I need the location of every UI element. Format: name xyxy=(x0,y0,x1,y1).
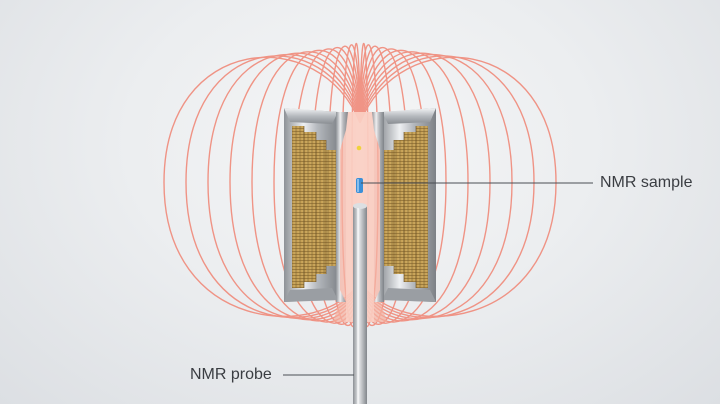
nmr-sample-label: NMR sample xyxy=(600,174,693,191)
field-line-loop xyxy=(207,54,361,320)
field-line-loop xyxy=(185,55,361,319)
sample-cap xyxy=(356,145,362,151)
nmr-probe-label: NMR probe xyxy=(190,366,272,383)
field-line-loop xyxy=(359,55,535,319)
field-line-loop xyxy=(359,54,513,320)
coil-winding xyxy=(394,140,404,274)
coil-winding xyxy=(384,150,394,266)
field-line-loop xyxy=(359,49,447,323)
field-line-loop xyxy=(251,51,361,322)
coil-winding xyxy=(326,150,336,266)
field-line-loop xyxy=(273,49,361,323)
field-line-loop xyxy=(359,56,557,317)
coil-winding xyxy=(292,126,304,288)
nmr-sample-tube xyxy=(356,145,363,193)
coil-winding xyxy=(304,132,316,282)
field-line-loop xyxy=(359,52,491,321)
field-line-loop xyxy=(359,51,469,322)
magnet-left-half xyxy=(284,108,348,302)
coil-winding xyxy=(416,126,428,288)
coil-winding xyxy=(404,132,416,282)
magnetic-field-lines xyxy=(163,42,557,329)
field-line-loop xyxy=(229,52,361,321)
magnet-right-half xyxy=(372,108,436,302)
coil-winding xyxy=(316,140,326,274)
field-line-loop xyxy=(163,56,361,317)
nmr-probe-rod xyxy=(353,203,367,404)
